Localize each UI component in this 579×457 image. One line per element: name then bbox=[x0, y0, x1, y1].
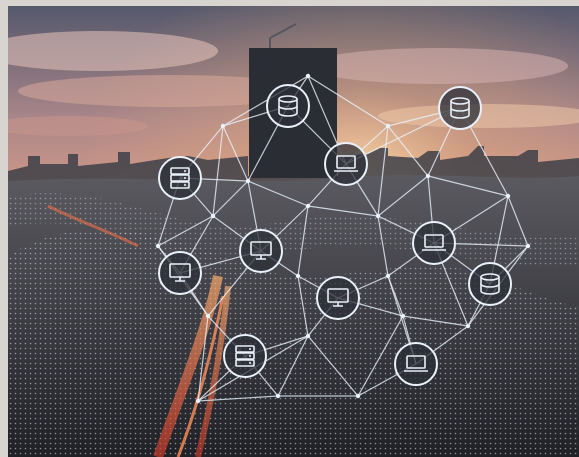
network-node bbox=[223, 334, 267, 378]
network-node bbox=[158, 251, 202, 295]
network-node bbox=[438, 86, 482, 130]
network-link bbox=[157, 215, 214, 247]
network-junction bbox=[425, 173, 431, 179]
network-link bbox=[402, 315, 469, 327]
city-network-photo bbox=[8, 6, 579, 457]
network-link bbox=[427, 175, 509, 197]
network-node bbox=[316, 276, 360, 320]
network-junction bbox=[155, 243, 161, 249]
network-link bbox=[507, 195, 529, 247]
network-link bbox=[222, 125, 249, 182]
server-icon bbox=[170, 167, 190, 189]
monitor-icon bbox=[327, 288, 349, 307]
network-node bbox=[239, 229, 283, 273]
laptop-icon bbox=[422, 234, 446, 251]
network-junction bbox=[295, 273, 301, 279]
network-junction bbox=[505, 193, 511, 199]
database-icon bbox=[450, 97, 470, 119]
monitor-icon bbox=[169, 263, 191, 282]
network-node bbox=[468, 262, 512, 306]
network-node bbox=[266, 84, 310, 128]
network-junction bbox=[245, 178, 251, 184]
network-junction bbox=[275, 393, 281, 399]
network-link bbox=[377, 215, 389, 277]
network-junction bbox=[375, 213, 381, 219]
network-junction bbox=[385, 123, 391, 129]
network-junction bbox=[210, 213, 216, 219]
network-link bbox=[197, 315, 209, 402]
network-link bbox=[377, 175, 429, 217]
light-trails bbox=[47, 204, 231, 457]
network-node bbox=[324, 142, 368, 186]
network-junction bbox=[400, 313, 406, 319]
network-junction bbox=[305, 203, 311, 209]
database-icon bbox=[480, 273, 500, 295]
network-junction bbox=[195, 398, 201, 404]
network-junction bbox=[385, 273, 391, 279]
scene-canvas bbox=[8, 6, 579, 457]
network-link bbox=[212, 180, 249, 217]
network-link bbox=[307, 75, 389, 127]
network-junction bbox=[525, 243, 531, 249]
network-link bbox=[297, 205, 309, 277]
network-link bbox=[357, 315, 404, 397]
network-junction bbox=[205, 313, 211, 319]
laptop-icon bbox=[404, 355, 428, 372]
network-link bbox=[222, 75, 309, 127]
laptop-icon bbox=[334, 155, 358, 172]
network-link bbox=[387, 275, 404, 317]
network-link bbox=[307, 205, 379, 217]
network-junction bbox=[220, 123, 226, 129]
network-node bbox=[158, 156, 202, 200]
network-link bbox=[277, 335, 309, 397]
network-link bbox=[212, 125, 224, 217]
network-link bbox=[247, 180, 309, 207]
network-link bbox=[307, 335, 359, 397]
network-junction bbox=[355, 393, 361, 399]
network-link bbox=[197, 395, 279, 402]
network-node bbox=[412, 221, 456, 265]
dotted-wave-terrain bbox=[8, 229, 579, 457]
network-junction bbox=[465, 323, 471, 329]
network-node bbox=[394, 342, 438, 386]
network-link bbox=[297, 275, 309, 337]
server-icon bbox=[235, 345, 255, 367]
monitor-icon bbox=[250, 241, 272, 260]
network-junction bbox=[305, 333, 311, 339]
network-nodes bbox=[158, 84, 512, 386]
network-link bbox=[387, 125, 429, 177]
network-link bbox=[377, 125, 389, 217]
database-icon bbox=[278, 95, 298, 117]
network-junction bbox=[305, 73, 311, 79]
